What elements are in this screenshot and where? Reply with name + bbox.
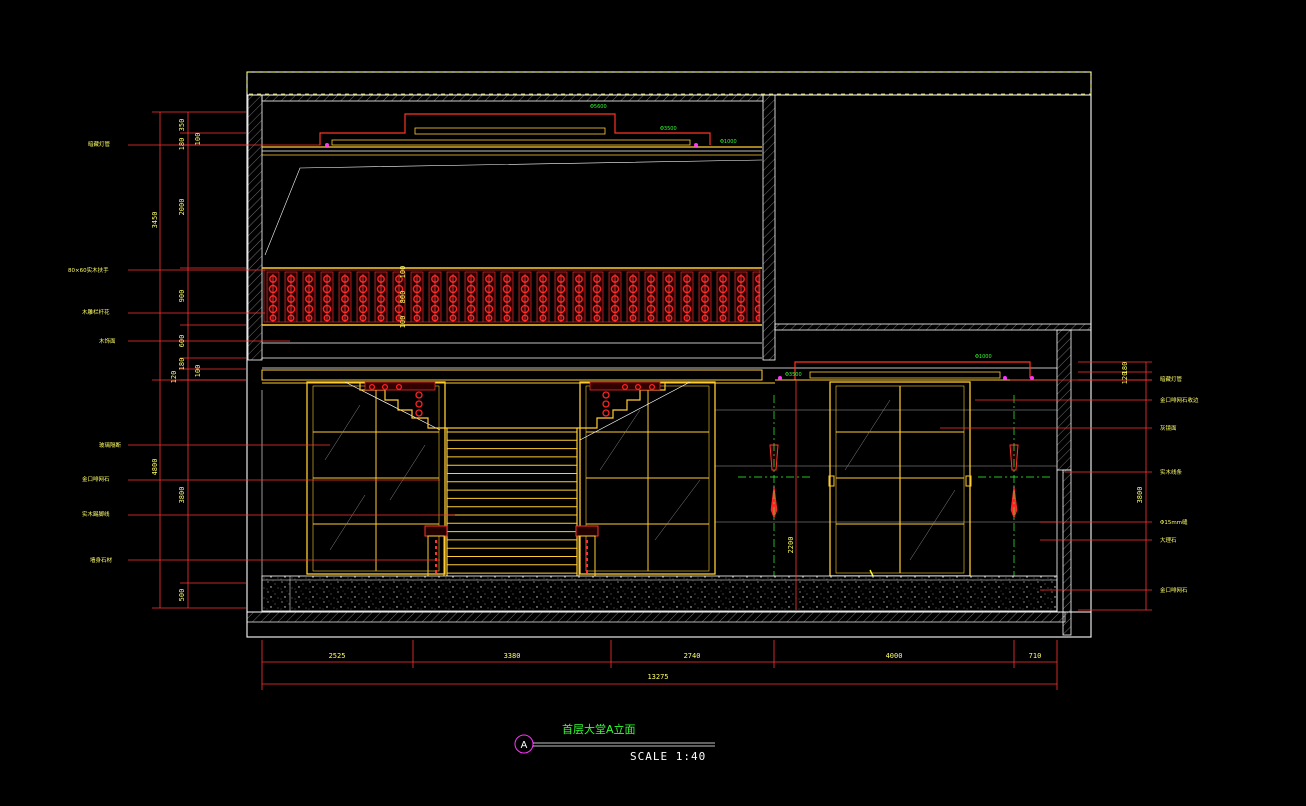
label-left-8: 墙身石材 [90, 556, 113, 564]
dimension-lines [152, 111, 1152, 690]
building-outline [246, 71, 1092, 638]
drawing-scale: SCALE 1:40 [630, 750, 706, 763]
balustrade [262, 267, 1057, 369]
glass-partition-left [306, 381, 446, 575]
section-marker-circle [514, 734, 534, 754]
title-block: A 首层大堂A立面 SCALE 1:40 [514, 722, 715, 763]
dim-left-inner-1: 350 [178, 119, 186, 132]
dim-left-inner-9: 500 [178, 589, 186, 602]
dim-left-inner-2: 180 [178, 138, 186, 151]
tag-3: Φ1000 [720, 139, 737, 145]
glass-partition-center [579, 381, 716, 575]
label-right-1: 暗藏灯管 [1160, 375, 1183, 383]
dim-rail-1: 100 [399, 266, 407, 279]
dim-rail-2: 800 [399, 291, 407, 304]
dim-right-1: 180 [1121, 362, 1129, 375]
dim-bottom-4: 4000 [886, 652, 903, 660]
label-left-2: 80×60实木扶手 [68, 266, 109, 274]
dim-left-inner-4: 900 [178, 290, 186, 303]
bottom-dimension-text: 2525 3380 2740 4000 710 13275 [329, 652, 1042, 681]
stair-profile-line [264, 159, 763, 256]
dim-right-2: 120 [1121, 372, 1129, 385]
label-left-1: 暗藏灯管 [88, 140, 111, 148]
dim-right-3: 3800 [1136, 487, 1144, 504]
tag-1: Φ5600 [590, 104, 607, 110]
label-right-5: Φ15mm缝 [1160, 518, 1188, 526]
center-lines [738, 395, 1050, 610]
left-leaders [128, 144, 455, 561]
label-left-3: 木雕栏杆花 [82, 308, 110, 316]
dim-left-inner-5: 600 [178, 335, 186, 348]
tag-2: Φ3500 [660, 126, 677, 132]
drawing-title: 首层大堂A立面 [562, 722, 636, 736]
label-left-7: 实木踢脚线 [82, 510, 110, 518]
right-dimension-text: 180 120 3800 2200 100 800 100 [399, 266, 1144, 554]
right-leaders [940, 379, 1152, 591]
dim-left-inner-7: 120 [170, 371, 178, 384]
lower-ceiling-beam [261, 361, 1057, 384]
label-left-6: 金口啡网石 [82, 475, 110, 483]
label-right-4: 实木线条 [1160, 468, 1183, 476]
ceiling-tags: Φ5600 Φ3500 Φ1000 Φ1000 Φ3500 [590, 104, 992, 378]
dim-left-inner-8: 3800 [178, 487, 186, 504]
dim-bottom-1: 2525 [329, 652, 346, 660]
upper-ceiling [262, 113, 762, 156]
label-right-6: 大理石 [1160, 536, 1177, 544]
dim-left-inner-6: 180 [178, 358, 186, 371]
label-right-2: 金口啡网石收边 [1160, 396, 1199, 404]
right-annotation-labels: 暗藏灯管 金口啡网石收边 灰镜面 实木线条 Φ15mm缝 大理石 金口啡网石 [1160, 375, 1199, 594]
dim-total: 13275 [647, 673, 668, 681]
label-right-7: 金口啡网石 [1160, 586, 1188, 594]
dim-left-outer-2: 4800 [151, 459, 159, 476]
dim-bottom-5: 710 [1029, 652, 1042, 660]
label-right-3: 灰镜面 [1160, 424, 1177, 432]
label-left-5: 玻璃隔断 [99, 441, 122, 449]
left-annotation-labels: 暗藏灯管 80×60实木扶手 木雕栏杆花 木饰面 玻璃隔断 金口啡网石 实木踢脚… [68, 140, 122, 564]
dim-left-small-1: 100 [194, 133, 202, 146]
glass-door-right [828, 381, 972, 579]
tag-5: Φ3500 [785, 372, 802, 378]
wall-sconces [769, 444, 1019, 519]
dim-left-inner-3: 2000 [178, 199, 186, 216]
dim-bottom-3: 2740 [684, 652, 701, 660]
left-dimension-text: 3450 4800 350 180 2000 900 600 180 120 3… [151, 119, 202, 602]
section-walls [247, 94, 1092, 636]
granite-base [261, 470, 1058, 612]
tag-4: Φ1000 [975, 354, 992, 360]
dim-bottom-2: 3380 [504, 652, 521, 660]
staircase [359, 381, 666, 599]
dim-door-height: 2200 [787, 537, 795, 554]
dim-left-small-2: 100 [194, 365, 202, 378]
dim-left-outer-1: 3450 [151, 212, 159, 229]
dim-rail-3: 100 [399, 316, 407, 329]
section-marker-letter: A [521, 740, 528, 751]
label-left-4: 木饰面 [99, 337, 116, 345]
